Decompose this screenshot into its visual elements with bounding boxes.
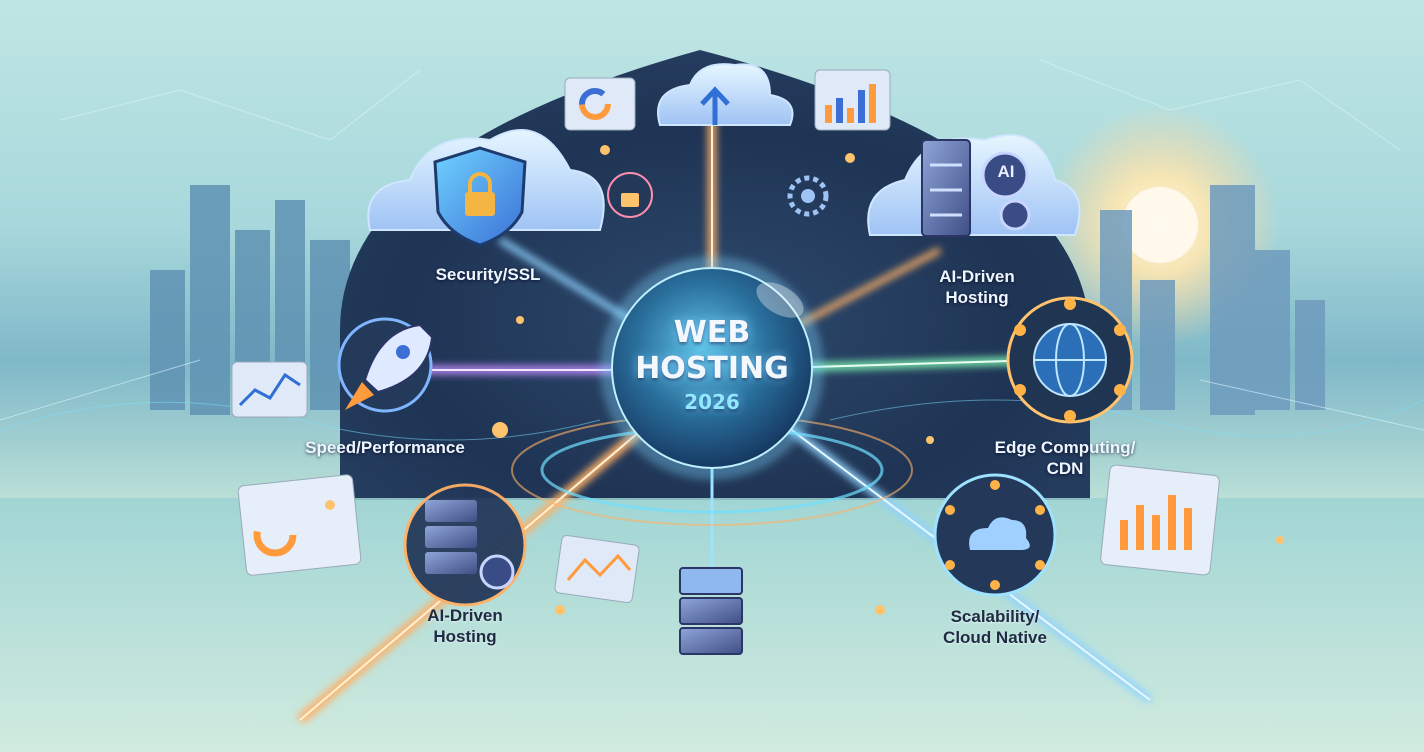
hub-title-line2: HOSTING	[635, 351, 789, 386]
label-edge: Edge Computing/ CDN	[994, 438, 1136, 478]
network-mesh	[0, 59, 1424, 431]
gear-icon	[787, 175, 829, 217]
sun	[1122, 187, 1198, 263]
label-ai-bottom: AI-Driven Hosting	[427, 606, 503, 646]
data-waves	[0, 399, 1424, 441]
donut-chart-icon	[564, 77, 636, 131]
label-speed: Speed/Performance	[305, 438, 465, 457]
ai-server-icon	[921, 139, 1031, 237]
cloud-upload-icon	[657, 63, 794, 126]
hub-title: WEB HOSTING 2026	[600, 315, 824, 417]
label-security: Security/SSL	[435, 265, 541, 284]
hub-highlight	[756, 282, 804, 318]
padlock-icon	[607, 172, 653, 218]
cloud-network-icon	[933, 473, 1057, 597]
dashboard-panel	[237, 464, 1220, 576]
label-scalability: Scalability/ Cloud Native	[943, 607, 1047, 647]
server-stack-icon	[679, 567, 743, 655]
globe-network-icon	[1006, 296, 1134, 424]
hub-year: 2026	[684, 390, 740, 414]
rocket-icon	[337, 317, 434, 413]
bar-chart-icon	[814, 69, 891, 131]
hub-sphere	[611, 267, 813, 469]
hub-title-line1: WEB	[673, 315, 751, 350]
ai-badge: AI	[997, 162, 1015, 181]
shield-lock-icon	[433, 146, 527, 247]
line-chart-icon	[231, 361, 640, 603]
server-gear-icon	[403, 483, 527, 607]
label-ai-top: AI-Driven Hosting	[939, 267, 1015, 307]
node-dots	[325, 145, 1284, 615]
